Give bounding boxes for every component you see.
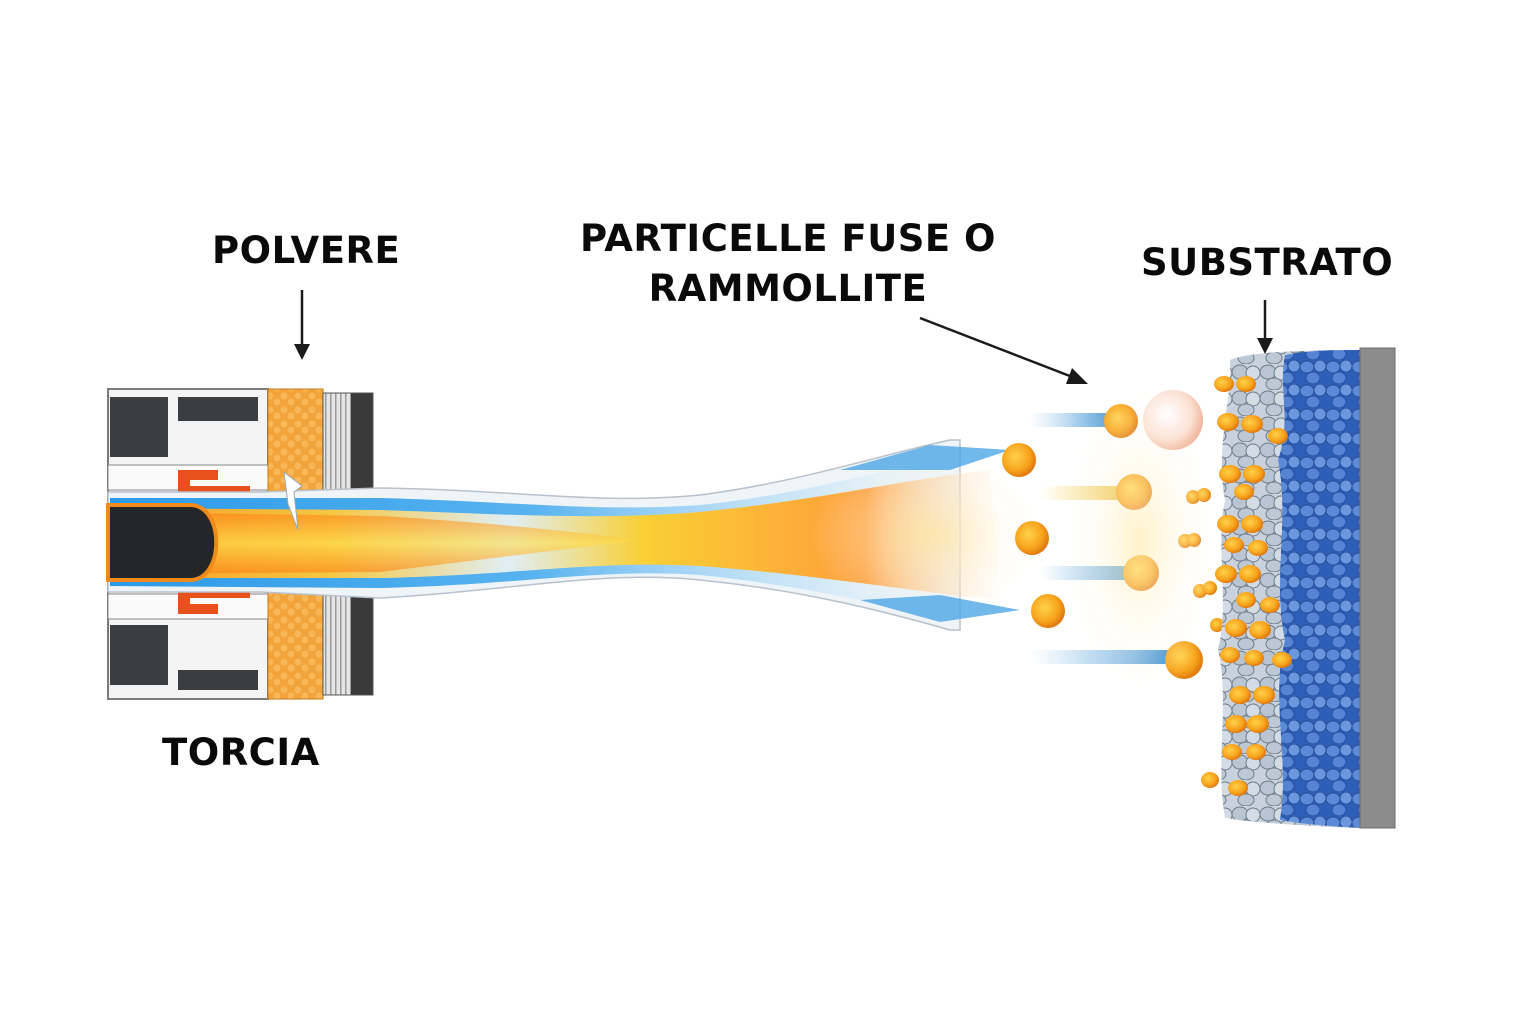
particle [1002, 443, 1036, 477]
arrow-particelle [919, 316, 1088, 384]
particle [1031, 594, 1065, 628]
nozzle-top [178, 470, 250, 494]
arrow-polvere [294, 290, 310, 360]
plasma-jet [106, 439, 1050, 631]
particle [1015, 521, 1049, 555]
cathode [106, 503, 219, 582]
substrate-assembly [1201, 347, 1396, 829]
torch-magnet-bottom [110, 625, 168, 685]
label-particelle: PARTICELLE FUSE O RAMMOLLITE [580, 214, 996, 314]
nozzle-bottom [178, 590, 250, 614]
particles [1002, 380, 1234, 700]
coating-layer [1278, 350, 1360, 828]
label-substrato: SUBSTRATO [1141, 241, 1394, 284]
label-particelle-line2: RAMMOLLITE [648, 267, 928, 310]
arrows [294, 290, 1273, 384]
label-torcia: TORCIA [162, 731, 320, 774]
torch-magnet-top [110, 397, 168, 457]
label-polvere: POLVERE [212, 229, 401, 272]
label-particelle-line1: PARTICELLE FUSE O [580, 217, 997, 260]
substrate-plate [1359, 347, 1396, 829]
arrow-substrato [1257, 300, 1273, 354]
powder-injection [283, 470, 303, 531]
